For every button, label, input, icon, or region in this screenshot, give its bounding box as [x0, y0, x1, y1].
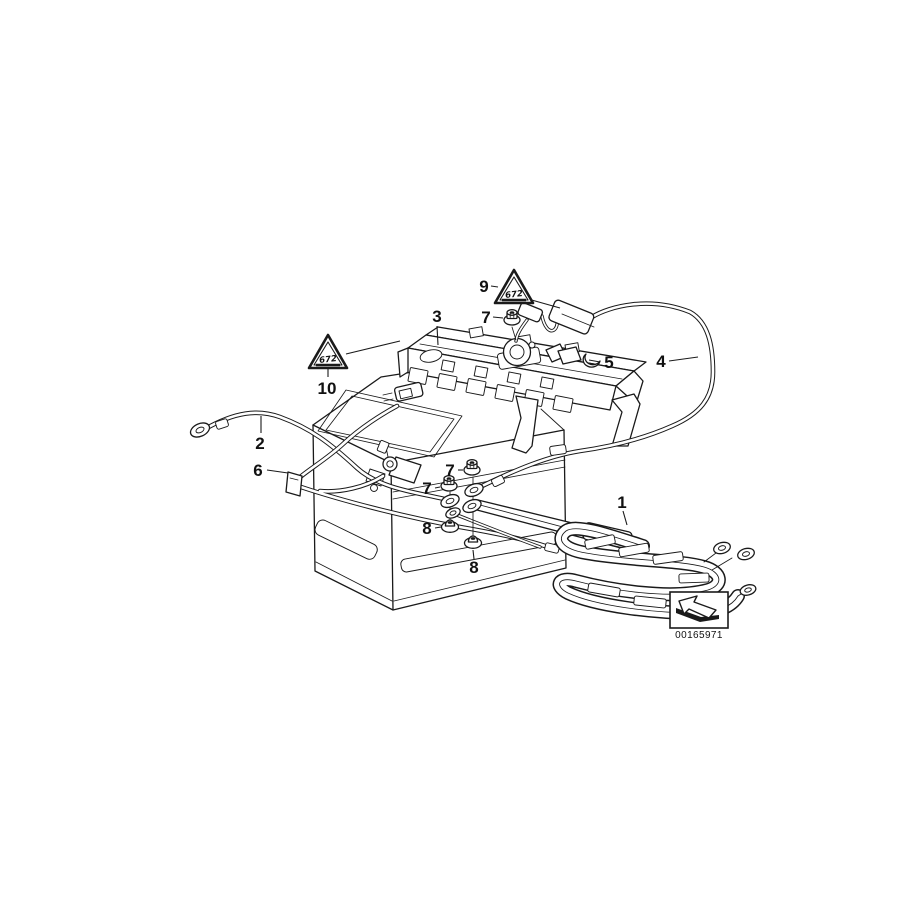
callouts: 1 2 3 4 5 6 7 7 7 8 8 9 10: [253, 277, 699, 577]
cable-clip: [285, 471, 303, 497]
inline-fuse-holder: [514, 299, 595, 343]
warning-triangle-icon: 672: [493, 268, 561, 309]
positive-cable-loop: [477, 299, 716, 490]
part-number-stamp: 00165971: [669, 591, 729, 641]
box-bracket-mid: [511, 395, 539, 454]
collar-nut: [440, 519, 460, 533]
collar-nut: [463, 535, 483, 549]
hex-nut: [440, 475, 458, 492]
triangle-code: 672: [505, 289, 524, 301]
fasteners: [440, 309, 521, 549]
callout-4: 4: [656, 352, 666, 371]
positive-terminal-clamp: [497, 337, 542, 370]
ring-terminal: [737, 547, 755, 561]
ring-terminal: [440, 493, 460, 509]
callout-3: 3: [432, 307, 441, 326]
callout-7: 7: [445, 461, 454, 480]
ring-terminal: [189, 422, 211, 438]
cable-plug-connector: [382, 381, 424, 402]
fuse-slots: [407, 359, 574, 413]
ring-terminal: [464, 482, 484, 498]
triangle-code: 672: [319, 354, 338, 366]
callout-7: 7: [422, 479, 431, 498]
power-distribution-box: [397, 326, 647, 454]
ring-terminal: [462, 498, 482, 514]
ring-terminal: [739, 584, 757, 596]
ring-terminal: [445, 507, 461, 519]
page-arrow-icon: [676, 595, 719, 622]
stamp-part-number: 00165971: [675, 630, 723, 641]
cable-bundle-assembly: [455, 499, 757, 620]
ring-terminal: [713, 541, 731, 555]
warning-triangle-icon: 672: [307, 333, 401, 377]
cable-with-clip: [285, 381, 560, 554]
callout-7: 7: [481, 308, 490, 327]
hex-nut: [503, 309, 521, 326]
callout-2: 2: [255, 434, 264, 453]
callout-10: 10: [318, 379, 337, 398]
callout-1: 1: [617, 493, 626, 512]
hex-nut: [463, 459, 481, 476]
box-oval-opening: [419, 349, 443, 363]
cable-ties: [584, 534, 710, 609]
battery: [312, 367, 567, 611]
callout-9: 9: [479, 277, 488, 296]
callout-8: 8: [422, 519, 431, 538]
box-bracket-right: [611, 393, 641, 447]
callout-6: 6: [253, 461, 262, 480]
battery-top-tray: [317, 389, 463, 458]
negative-ground-cable: [189, 410, 447, 502]
callout-5: 5: [604, 353, 613, 372]
callout-8: 8: [469, 558, 478, 577]
